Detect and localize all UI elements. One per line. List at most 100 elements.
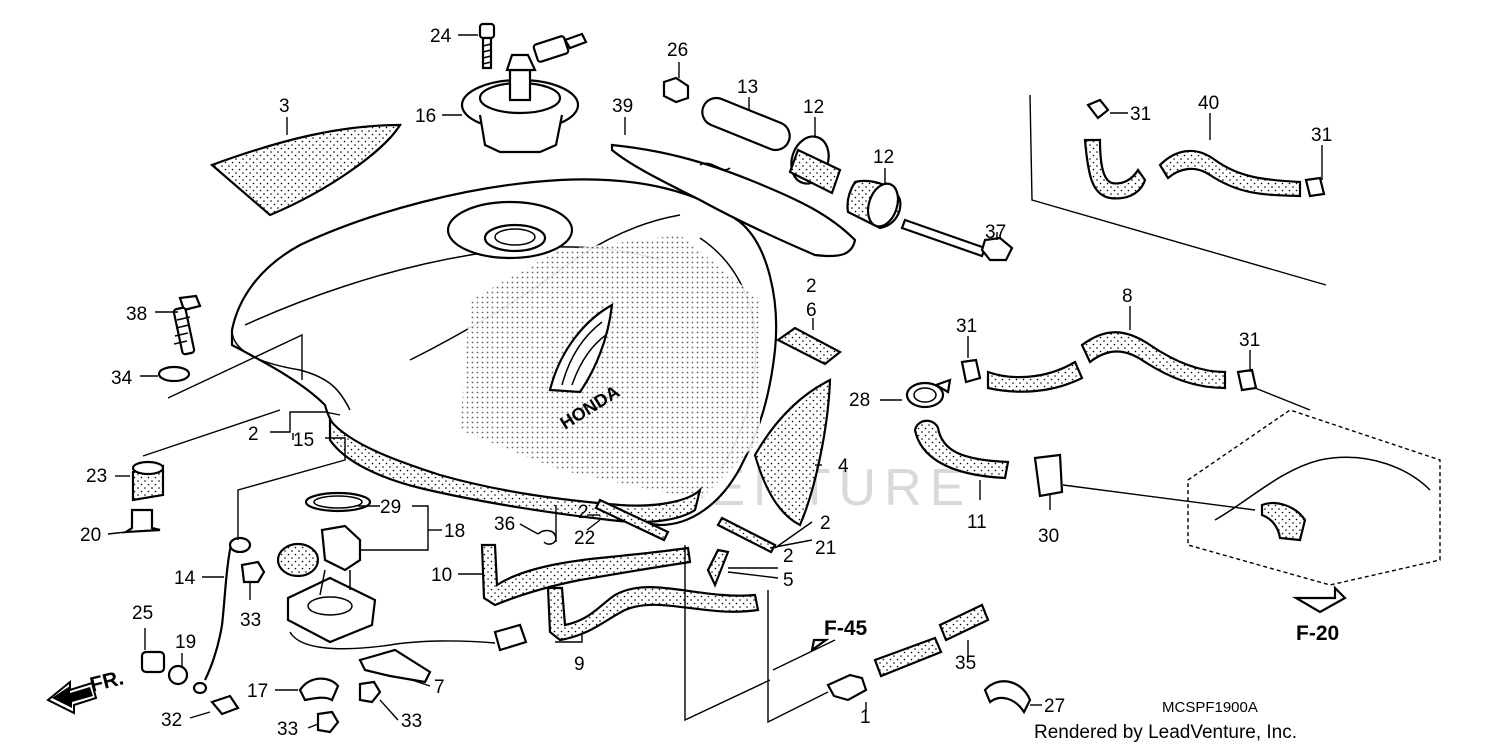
label-21: 21 — [815, 538, 836, 559]
label-23: 23 — [86, 466, 107, 487]
nut-33b[interactable] — [316, 710, 340, 734]
arrow-f45 — [810, 638, 830, 653]
label-22: 22 — [574, 528, 595, 549]
label-5: 5 — [783, 570, 794, 591]
credit-text: Rendered by LeadVenture, Inc. — [1034, 722, 1297, 743]
arrow-f20 — [1291, 585, 1347, 614]
label-24: 24 — [430, 26, 452, 47]
clip-31b[interactable] — [1304, 176, 1326, 198]
label-33a: 33 — [240, 610, 261, 631]
hose-35[interactable] — [873, 603, 990, 678]
label-32: 32 — [161, 710, 182, 731]
pump-harness — [289, 631, 496, 650]
label-36: 36 — [494, 514, 515, 535]
stay-17[interactable] — [298, 677, 340, 702]
hose-10[interactable] — [480, 543, 692, 607]
pump-connector[interactable] — [493, 623, 528, 652]
label-39: 39 — [612, 96, 633, 117]
bolt-37[interactable] — [900, 218, 1014, 262]
diagram-code: MCSPF1900A — [1162, 699, 1258, 716]
label-31b: 31 — [1311, 125, 1332, 146]
clip-31d[interactable] — [1236, 368, 1258, 392]
label-31c: 31 — [956, 316, 977, 337]
label-31a: 31 — [1130, 104, 1151, 125]
leader-lines — [107, 34, 1323, 729]
hose-40[interactable] — [1083, 138, 1302, 200]
nut-26[interactable] — [662, 76, 690, 104]
collar-20[interactable] — [122, 508, 161, 534]
nut-33a[interactable] — [240, 560, 266, 584]
washer-34[interactable] — [157, 365, 191, 383]
clip-31c[interactable] — [960, 358, 982, 384]
hose-11[interactable] — [913, 419, 1010, 480]
bolt-32[interactable] — [210, 694, 240, 716]
bolt-24[interactable] — [478, 22, 496, 70]
ref-f20: F-20 — [1296, 622, 1339, 645]
label-2-6: 2 — [806, 276, 817, 297]
fuel-pump-unit[interactable] — [276, 524, 377, 644]
label-35: 35 — [955, 653, 976, 674]
bracket-7[interactable] — [358, 648, 432, 684]
front-arrow: FR. — [46, 666, 126, 715]
fuel-filler-cap[interactable] — [460, 32, 588, 154]
label-33c: 33 — [401, 711, 422, 732]
tank-pad-4[interactable] — [753, 378, 832, 527]
rubber-22[interactable] — [594, 498, 670, 542]
collar-25[interactable] — [140, 650, 166, 674]
rubber-6[interactable] — [775, 326, 842, 366]
ref-f45: F-45 — [824, 617, 868, 640]
clip-36[interactable] — [537, 529, 557, 545]
drain-tube-14[interactable] — [204, 539, 234, 681]
label-9: 9 — [574, 654, 585, 675]
washer-19[interactable] — [167, 664, 189, 686]
tank-pad-3[interactable] — [209, 123, 402, 217]
tank-bottom-rubber[interactable] — [328, 416, 703, 524]
label-4: 4 — [838, 456, 849, 477]
label-6: 6 — [806, 300, 817, 321]
label-34: 34 — [111, 368, 133, 389]
fuel-tank[interactable]: HONDA — [230, 178, 778, 527]
label-29: 29 — [380, 497, 401, 518]
frame-hose-end — [1260, 502, 1307, 542]
label-8: 8 — [1122, 286, 1133, 307]
label-30: 30 — [1038, 526, 1059, 547]
tube-13[interactable] — [698, 94, 794, 154]
hose-9[interactable] — [546, 586, 760, 642]
frame-inset — [1187, 409, 1441, 586]
label-27: 27 — [1044, 696, 1065, 717]
joint-1[interactable] — [826, 673, 868, 702]
rubber-mount-12b[interactable] — [846, 179, 903, 230]
clamp-28[interactable] — [905, 378, 952, 409]
label-2-21: 2 — [820, 513, 831, 534]
label-40: 40 — [1198, 93, 1219, 114]
label-10: 10 — [431, 565, 452, 586]
label-18: 18 — [444, 521, 465, 542]
clip-30[interactable] — [1033, 453, 1064, 498]
label-3: 3 — [279, 96, 290, 117]
frame-detail — [1214, 456, 1431, 521]
cover-logo — [699, 162, 731, 171]
rubber-21[interactable] — [716, 516, 777, 554]
label-17: 17 — [247, 681, 268, 702]
label-7: 7 — [434, 677, 445, 698]
label-37: 37 — [985, 222, 1006, 243]
clip-31a[interactable] — [1086, 98, 1110, 120]
label-1: 1 — [860, 707, 871, 728]
tank-center-cover[interactable] — [610, 143, 857, 258]
bolt-38[interactable] — [172, 294, 202, 356]
clamp-27[interactable] — [983, 680, 1032, 715]
label-26: 26 — [667, 40, 688, 61]
rubber-mount-12a[interactable] — [785, 132, 842, 195]
nut-33c[interactable] — [358, 680, 382, 704]
label-11: 11 — [967, 512, 987, 533]
label-33b: 33 — [277, 719, 298, 740]
label-12a: 12 — [803, 97, 824, 118]
rubber-5[interactable] — [706, 548, 730, 588]
label-31d: 31 — [1239, 330, 1260, 351]
label-38: 38 — [126, 304, 147, 325]
hose-8[interactable] — [986, 331, 1227, 393]
label-15: 15 — [293, 430, 314, 451]
label-13: 13 — [737, 77, 758, 98]
